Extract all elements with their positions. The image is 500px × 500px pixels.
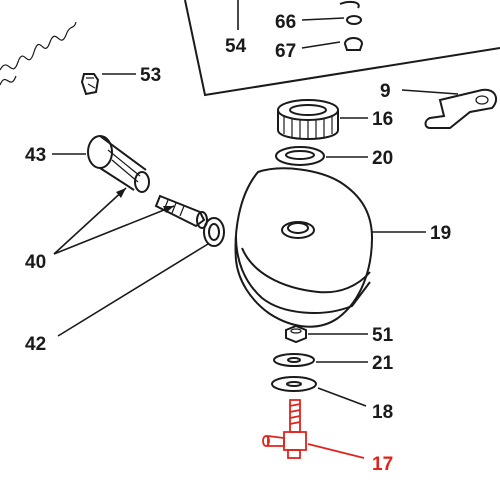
- label-20: 20: [372, 148, 393, 169]
- clip-part-53: [80, 73, 100, 96]
- label-18: 18: [372, 402, 393, 423]
- washer-part-66: [346, 15, 362, 25]
- nut-part-51: [285, 324, 307, 344]
- leader-18: [317, 387, 367, 407]
- tap-part-40: [154, 194, 206, 228]
- label-51: 51: [372, 325, 394, 346]
- label-19: 19: [430, 223, 451, 244]
- washer-part-18: [271, 376, 317, 392]
- label-66: 66: [275, 12, 296, 33]
- arrow-40b: [163, 206, 174, 213]
- leader-66: [301, 17, 345, 21]
- label-40: 40: [25, 252, 46, 273]
- gasket-part-20: [275, 146, 325, 166]
- label-42: 42: [25, 334, 46, 355]
- gasket-part-42: [203, 217, 225, 247]
- fitting-part-43: [87, 135, 113, 169]
- spring-part: [0, 21, 77, 86]
- tank-filler-neck: [281, 221, 315, 239]
- label-53: 53: [140, 65, 161, 86]
- label-21: 21: [372, 353, 394, 374]
- label-43: 43: [25, 145, 46, 166]
- bracket-part-9: [424, 88, 498, 129]
- arrow-40a: [116, 188, 126, 198]
- leader-9: [401, 89, 459, 95]
- leader-42: [57, 243, 209, 337]
- inset-frame: [184, 0, 500, 97]
- washer-part-21: [273, 353, 315, 367]
- leader-67: [301, 41, 341, 49]
- part-top-inset: [339, 0, 360, 9]
- nut-part-67: [343, 37, 364, 51]
- tank-part-19: [234, 167, 374, 328]
- leader-17: [307, 443, 365, 459]
- label-67: 67: [275, 41, 296, 62]
- leader-40a: [53, 187, 127, 255]
- label-54: 54: [225, 36, 247, 57]
- label-9: 9: [380, 81, 391, 102]
- label-17: 17: [372, 454, 393, 475]
- cap-part-16: [277, 99, 339, 121]
- label-16: 16: [372, 109, 393, 130]
- leader-40b: [53, 205, 175, 255]
